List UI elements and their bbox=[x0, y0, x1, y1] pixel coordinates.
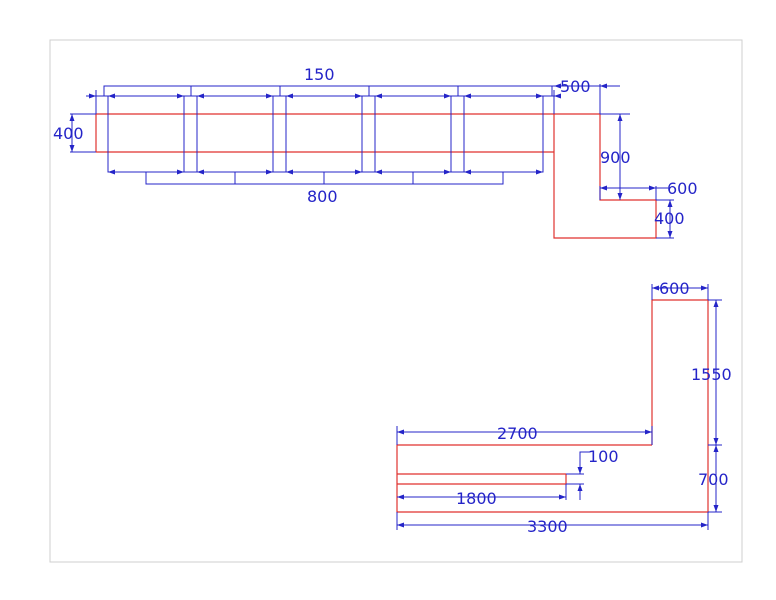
top-view: 150 800 400 500 bbox=[53, 65, 698, 239]
left-height-dimension bbox=[69, 113, 96, 153]
spacing-dimension-chain bbox=[86, 85, 561, 114]
leg-width-dimension bbox=[599, 185, 668, 200]
dim-upper-length-label: 2700 bbox=[497, 424, 538, 443]
leg-bottom-dimension bbox=[656, 199, 674, 239]
right-gap-dimension bbox=[552, 83, 620, 114]
top-width-dimension bbox=[651, 284, 709, 300]
module-width-dimension-chain bbox=[108, 169, 543, 185]
upper-length-dimension bbox=[396, 426, 653, 445]
dim-base-height-label: 700 bbox=[698, 470, 729, 489]
dim-height-left-label: 400 bbox=[53, 124, 84, 143]
dim-top-width-label: 600 bbox=[659, 279, 690, 298]
module-dividers bbox=[107, 95, 544, 173]
step-dimension bbox=[566, 451, 590, 500]
right-vertical-dimensions bbox=[708, 299, 722, 513]
dim-spacing-label: 150 bbox=[304, 65, 335, 84]
dim-vertical-tall-label: 1550 bbox=[691, 365, 732, 384]
leg-height-dimension bbox=[600, 113, 630, 200]
dim-leg-width-label: 600 bbox=[667, 179, 698, 198]
dim-inner-length-label: 1800 bbox=[456, 489, 497, 508]
dim-module-width-label: 800 bbox=[307, 187, 338, 206]
total-length-dimension bbox=[396, 512, 709, 530]
bottom-outline bbox=[396, 299, 709, 513]
dim-total-length-label: 3300 bbox=[527, 517, 568, 536]
dim-step-label: 100 bbox=[588, 447, 619, 466]
bottom-view: 600 1550 700 2700 100 bbox=[396, 279, 732, 536]
dim-leg-height-label: 900 bbox=[600, 148, 631, 167]
inner-length-dimension bbox=[397, 484, 567, 500]
dim-leg-bottom-label: 400 bbox=[654, 209, 685, 228]
dim-gap-right-label: 500 bbox=[560, 77, 591, 96]
drawing-frame bbox=[49, 39, 743, 563]
top-outline bbox=[95, 113, 657, 239]
